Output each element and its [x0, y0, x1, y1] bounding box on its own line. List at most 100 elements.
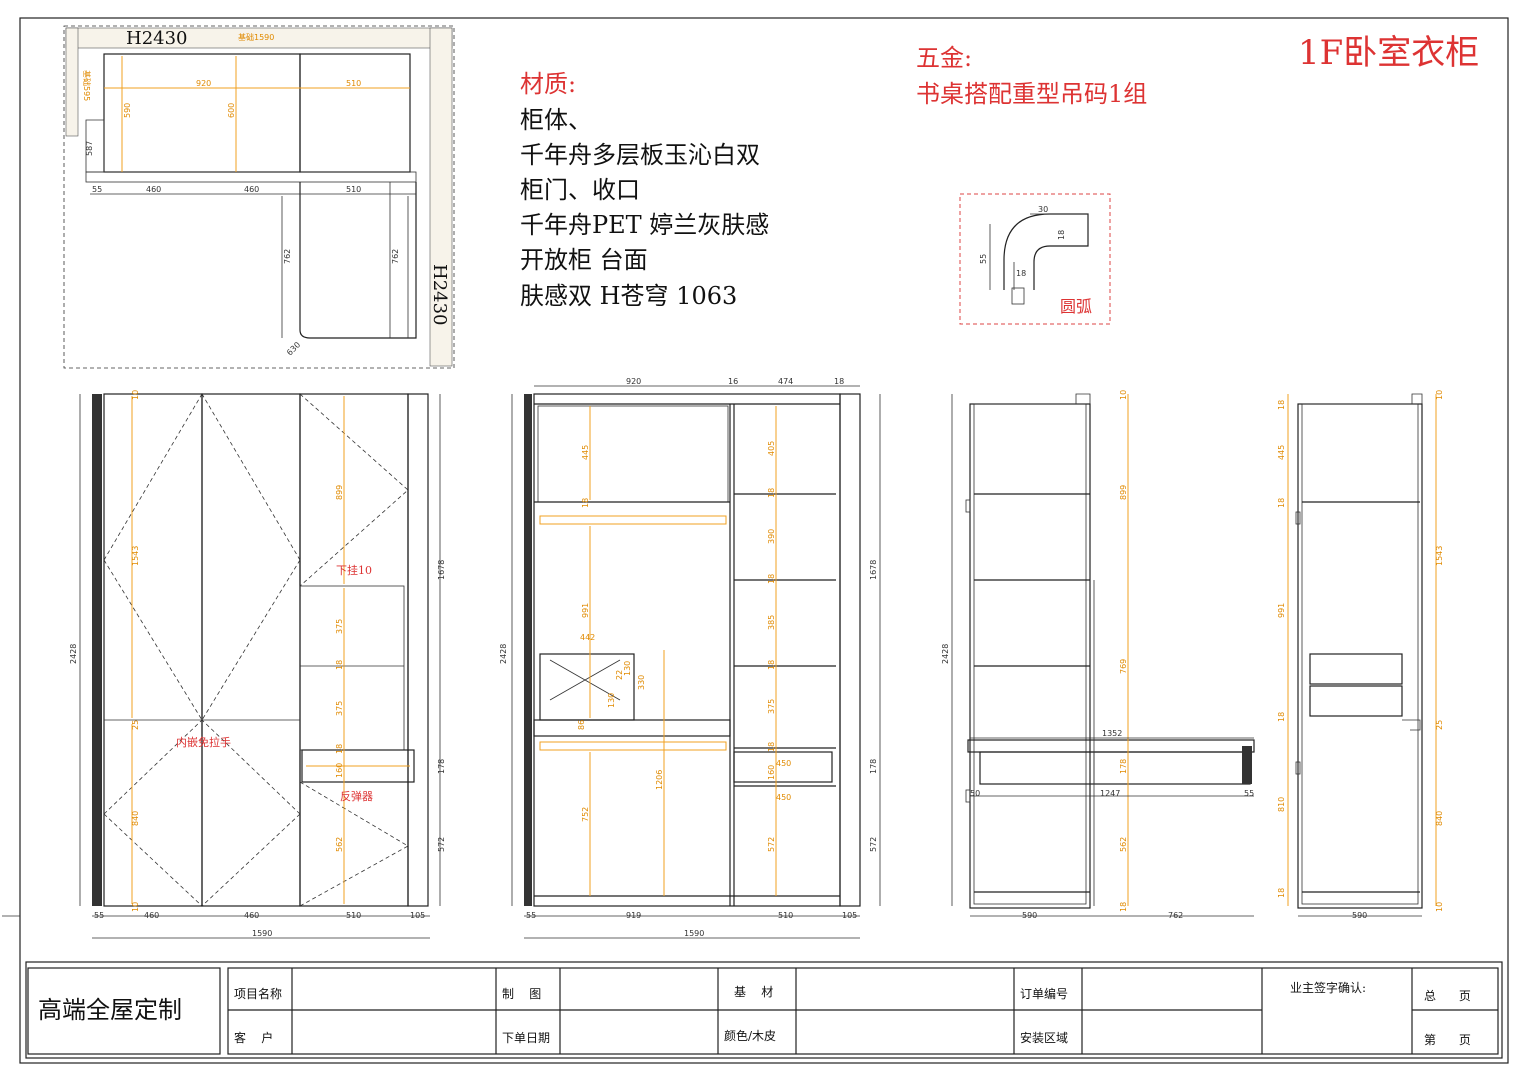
- side-dim-mid-2: 769: [1119, 659, 1128, 674]
- side2-hinge-2: [1295, 761, 1301, 775]
- arc-foot: [1011, 287, 1025, 305]
- inner-dim-mid-17: 1206: [655, 770, 664, 790]
- side-top-cap: [1075, 393, 1091, 404]
- side2-dim-mid-10: 18: [1277, 888, 1286, 898]
- inner-small-cabinet-diag: [549, 659, 621, 701]
- tb-order-date: 下单日期: [502, 1031, 550, 1045]
- inner-dim-mid-9: 18: [767, 742, 776, 752]
- inner-dim-bottom-0: 55: [526, 911, 536, 920]
- inner-left-bay: [537, 405, 729, 503]
- side2-cabinet-inner: [1301, 403, 1419, 905]
- tb-color: 颜色/木皮: [724, 1028, 776, 1043]
- front-dim-mid-13: 572: [437, 837, 446, 852]
- inner-dim-mid-15: 130: [623, 661, 632, 676]
- tb-owner-sign: 业主签字确认:: [1290, 980, 1366, 995]
- inner-dim-top-0: 920: [626, 377, 641, 386]
- side-cabinet-inner: [973, 403, 1087, 905]
- plan-frame: [63, 25, 455, 369]
- inner-dim-bottom-3: 105: [842, 911, 857, 920]
- front-left-panel: [92, 394, 102, 906]
- material-line-1: 千年舟多层板玉沁白双: [520, 141, 760, 169]
- inner-dim-mid-3: 18: [767, 488, 776, 498]
- plan-dim-bottom-1: 460: [146, 185, 161, 194]
- arc-shape: [1003, 213, 1089, 290]
- front-dim-mid-12: 178: [437, 759, 446, 774]
- inner-dim-top-2: 474: [778, 377, 793, 386]
- side-dim-mid-6: 562: [1119, 837, 1128, 852]
- plan-base: [85, 171, 417, 183]
- title-block: 高端全屋定制 项目名称 客 户 制 图 下单日期 基 材 颜色/木皮 订单编号 …: [25, 961, 1503, 1059]
- inner-height: 2428: [499, 644, 508, 664]
- plan-height-tag: H2430: [126, 28, 188, 49]
- inner-drawer: [733, 751, 833, 783]
- side-view-2: 18 445 18 1543 991 18 25 810 840 10 18 1…: [1277, 390, 1444, 920]
- side-dim-mid-4: 1247: [1100, 789, 1120, 798]
- plan-dim-v-0: 590: [123, 103, 132, 118]
- sheet-border: [19, 17, 1509, 1064]
- side-desk-drawer: [979, 751, 1251, 785]
- plan-dim-bottom-0: 55: [92, 185, 102, 194]
- arc-dim-2: 18: [1016, 269, 1026, 278]
- inner-right-height: 1678: [869, 560, 878, 580]
- inner-pull: [539, 741, 727, 751]
- tb-project-name: 项目名称: [234, 986, 282, 1001]
- side2-dim-mid-8: 840: [1435, 811, 1444, 826]
- inner-dim-mid-2: 405: [767, 441, 776, 456]
- front-mid-door: [201, 393, 301, 907]
- plan-dim-top-1: 510: [346, 79, 361, 88]
- inner-dim-mid-1: 18: [581, 498, 590, 508]
- inner-dim-mid-20: 450: [776, 759, 791, 768]
- front-dim-mid-5: 25: [131, 720, 140, 730]
- side2-drawer-2: [1309, 685, 1403, 717]
- inner-dim-mid-10: 991: [581, 603, 590, 618]
- plan-wall-right: [429, 27, 453, 367]
- tb-page-no: 第 页: [1424, 1033, 1471, 1047]
- tb-base-material: 基 材: [734, 985, 773, 999]
- front-right-post: [407, 393, 429, 907]
- side2-cabinet: [1297, 403, 1423, 909]
- front-dim-mid-6: 18: [335, 744, 344, 754]
- title-block-grid: [227, 967, 1499, 1055]
- plan-wall-left: [65, 27, 79, 137]
- material-line-2: 柜门、收口: [520, 176, 640, 204]
- side2-dim-bottom-0: 590: [1352, 911, 1367, 920]
- front-dim-mid-11: 10: [131, 902, 140, 912]
- arc-dim-0: 30: [1038, 205, 1048, 214]
- inner-dim-mid-6: 385: [767, 615, 776, 630]
- page-title: 1F卧室衣柜: [1298, 33, 1479, 73]
- plan-cabinet-right: [299, 53, 411, 173]
- plan-dim-top-0: 920: [196, 79, 211, 88]
- front-swing-left-bottom: [103, 719, 203, 907]
- tb-customer: 客 户: [234, 1030, 273, 1045]
- plan-view: H2430 基础1590 基础595 H2430 920 510 590 600…: [63, 25, 455, 369]
- plan-dim-v-3: 762: [283, 249, 292, 264]
- inner-dim-mid-8: 375: [767, 699, 776, 714]
- title-block-frame: [25, 961, 1503, 1059]
- inner-dim-mid-21: 450: [776, 793, 791, 802]
- front-swing-right-top: [299, 393, 409, 587]
- arc-label: 圆弧: [1060, 297, 1092, 316]
- front-label-hang: 下挂10: [336, 563, 372, 577]
- front-height: 2428: [69, 644, 78, 664]
- plan-dim-bottom-2: 460: [244, 185, 259, 194]
- side2-dim-mid-3: 1543: [1435, 546, 1444, 566]
- inner-dim-mid-18: 752: [581, 807, 590, 822]
- front-right-height: 1678: [437, 560, 446, 580]
- side-dim-mid-3: 1352: [1102, 729, 1122, 738]
- side-dim-mid-9: 18: [1119, 902, 1128, 912]
- material-line-5: 肤感双 H苍穹 1063: [520, 282, 737, 310]
- side2-dim-mid-2: 18: [1277, 498, 1286, 508]
- inner-dim-mid-12: 330: [637, 675, 646, 690]
- front-dim-mid-4: 375: [335, 701, 344, 716]
- front-swing-mid-bottom: [201, 719, 301, 907]
- plan-cabinet-left: [103, 53, 301, 173]
- side-dim-mid-5: 178: [1119, 759, 1128, 774]
- tb-brand: 高端全屋定制: [38, 996, 182, 1024]
- inner-left-panel: [524, 394, 532, 906]
- front-open-shelf: [299, 585, 405, 751]
- tb-order-no: 订单编号: [1020, 986, 1068, 1001]
- plan-dim-v-2: 587: [85, 141, 94, 156]
- side-desk-top: [967, 739, 1255, 753]
- inner-dim-bottom-2: 510: [778, 911, 793, 920]
